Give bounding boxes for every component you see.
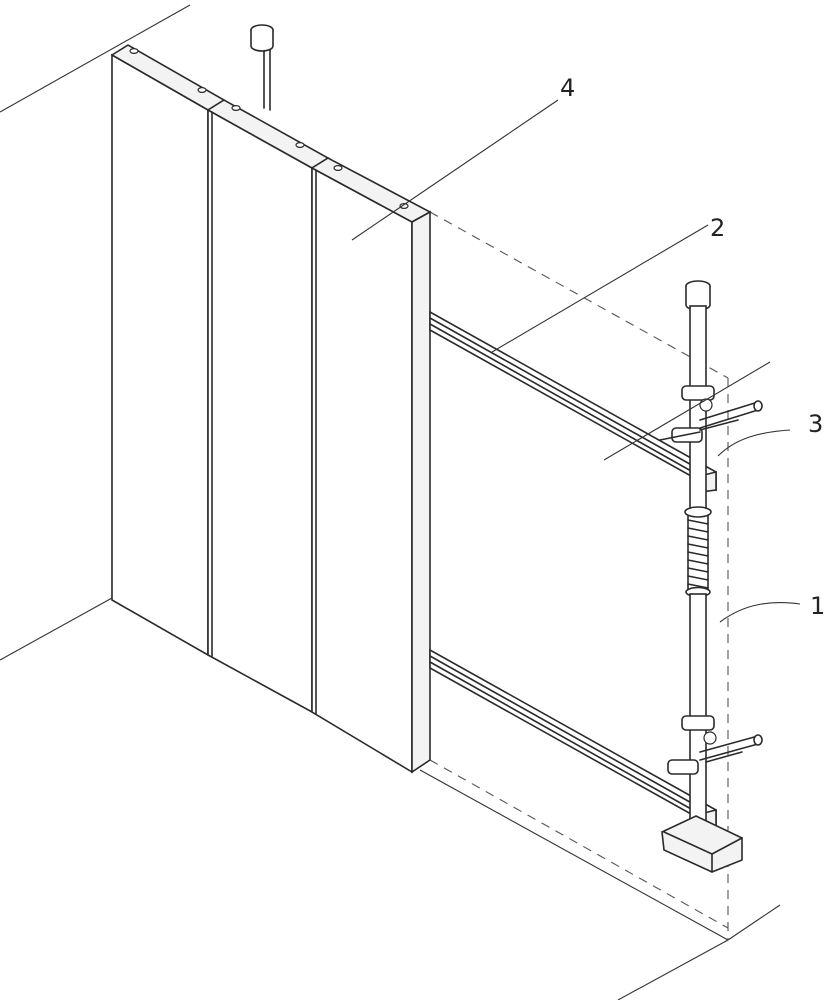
panel-b-face <box>207 108 313 714</box>
leader-lines <box>351 99 801 623</box>
callout-4: 4 <box>560 74 575 102</box>
callout-1: 1 <box>810 592 825 620</box>
threaded-sleeve <box>684 506 712 598</box>
upper-clamps <box>659 385 763 443</box>
adjustable-pole <box>661 280 743 873</box>
base-plate <box>661 815 743 873</box>
callout-2: 2 <box>710 214 725 242</box>
lower-beam <box>429 648 717 831</box>
panel-a-face <box>111 53 209 657</box>
rear-pole <box>250 24 274 111</box>
panel-c-side <box>411 210 431 774</box>
upper-beam <box>429 310 717 493</box>
panel-c-face <box>311 166 413 774</box>
callout-3: 3 <box>808 410 823 438</box>
formwork-panels <box>110 44 432 774</box>
lower-clamps <box>667 715 763 775</box>
